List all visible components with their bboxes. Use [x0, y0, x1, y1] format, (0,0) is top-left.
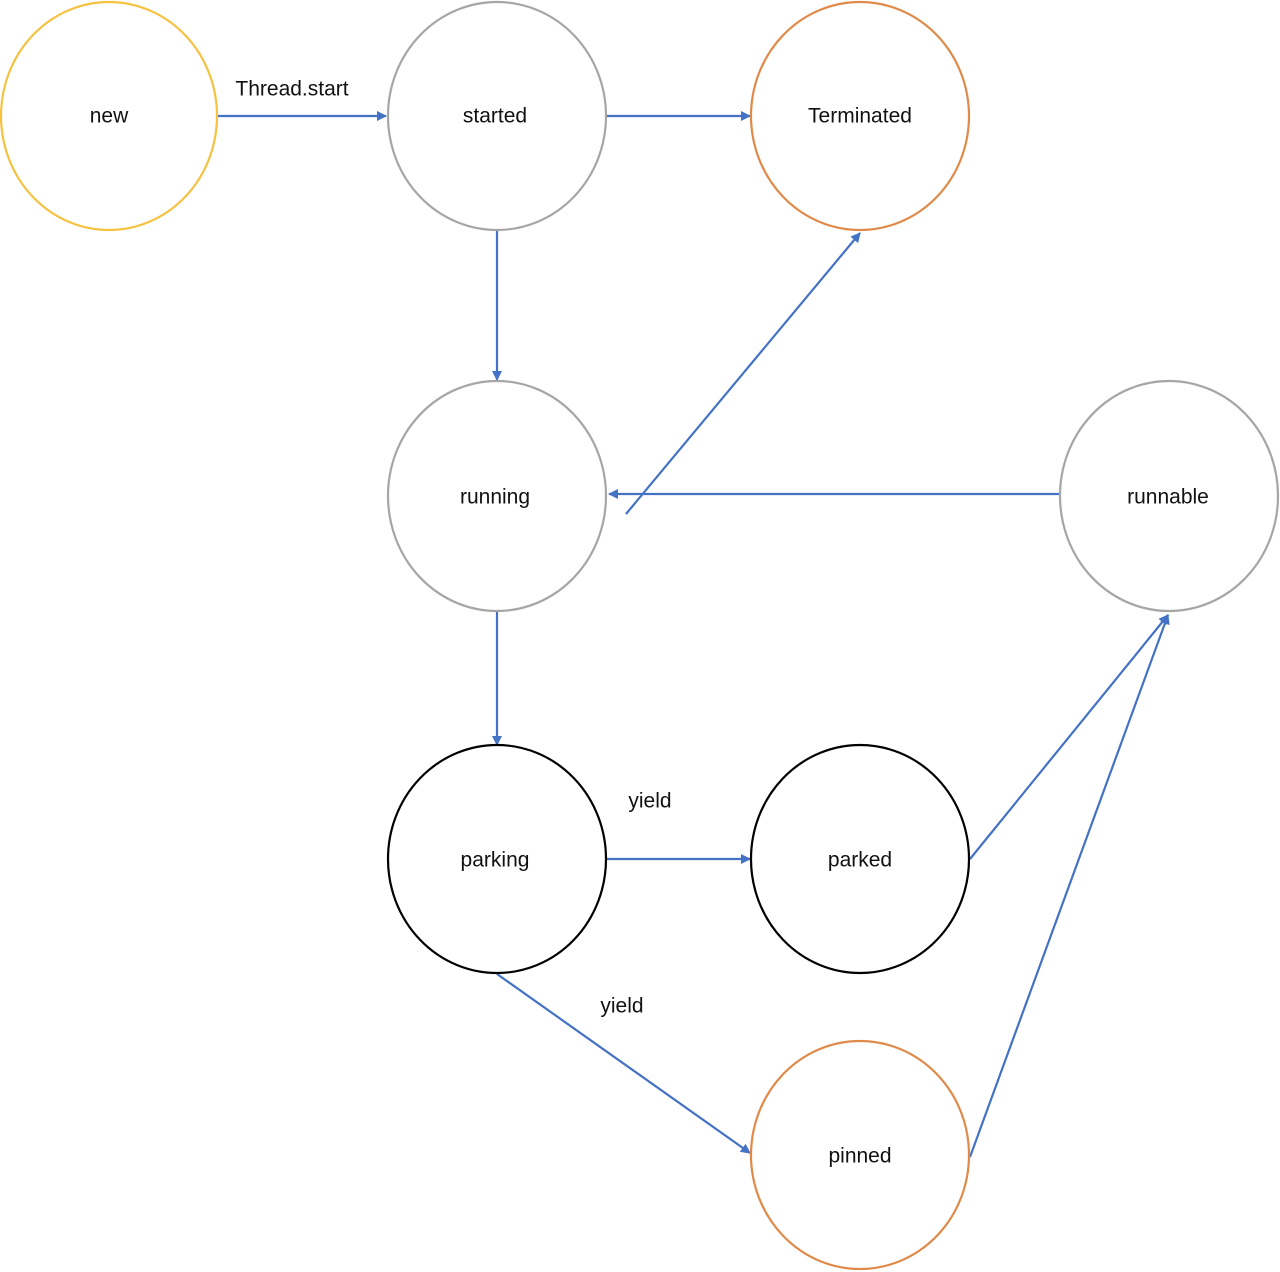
node-parking: parking [386, 743, 608, 975]
edge-parking-to-pinned [496, 973, 751, 1154]
node-parked-label: parked [828, 849, 892, 872]
node-terminated-circle [749, 0, 971, 232]
node-terminated: Terminated [749, 0, 971, 232]
edges [218, 111, 1170, 1158]
node-terminated-label: Terminated [808, 105, 912, 128]
node-running-label: running [460, 486, 530, 509]
node-new: new [0, 0, 219, 232]
node-pinned-circle [749, 1039, 971, 1271]
edge-pinned-to-runnable [968, 614, 1170, 1158]
node-started: started [386, 0, 608, 232]
node-parking-label: parking [461, 849, 530, 872]
node-pinned: pinned [749, 1039, 971, 1271]
edge-labels: Thread.start yield yield [235, 78, 671, 1018]
edge-parked-to-runnable [969, 614, 1169, 860]
node-parking-circle [386, 743, 608, 975]
node-runnable-circle [1058, 379, 1280, 613]
node-started-label: started [463, 105, 527, 128]
node-started-circle [386, 0, 608, 232]
edge-label-yield-pinned: yield [600, 995, 643, 1018]
node-new-label: new [90, 105, 129, 128]
node-parked-circle [749, 743, 971, 975]
node-runnable-label: runnable [1127, 486, 1209, 509]
node-parked: parked [749, 743, 971, 975]
node-pinned-label: pinned [828, 1145, 891, 1168]
node-running-circle [386, 379, 608, 613]
edge-running-to-terminated [625, 232, 861, 515]
edge-label-yield-parked: yield [628, 790, 671, 813]
node-new-circle [0, 0, 219, 232]
node-running: running [386, 379, 608, 613]
node-runnable: runnable [1058, 379, 1280, 613]
edge-label-thread-start: Thread.start [235, 78, 348, 101]
